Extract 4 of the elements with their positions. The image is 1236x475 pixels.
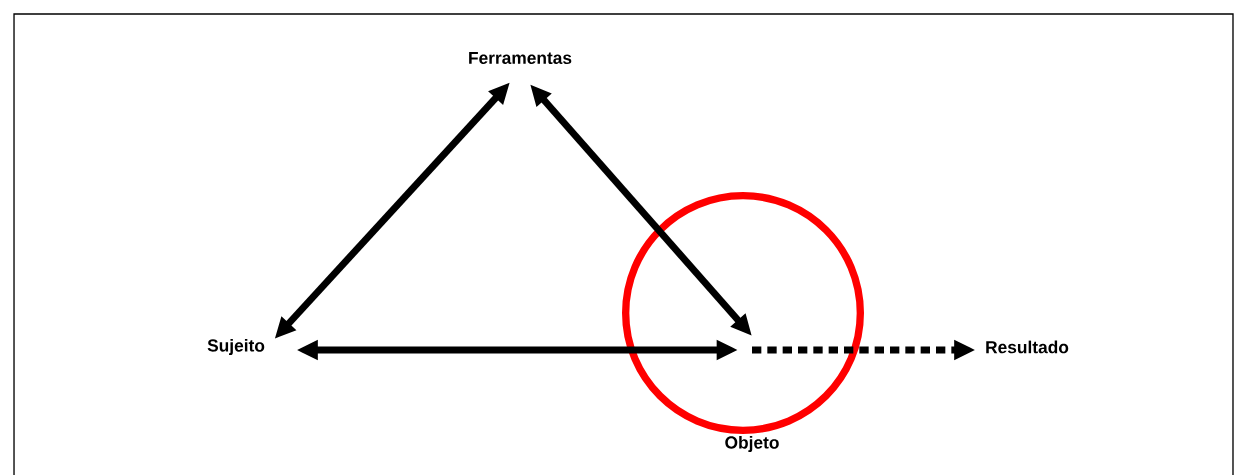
- node-label: Ferramentas: [469, 51, 572, 65]
- node-label: Objeto: [725, 435, 779, 453]
- node-label: Sujeito: [207, 338, 265, 356]
- node-label: Resultado: [986, 340, 1069, 354]
